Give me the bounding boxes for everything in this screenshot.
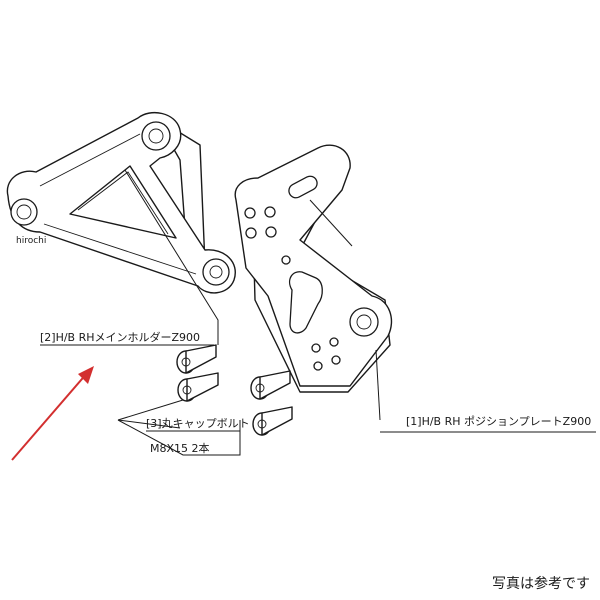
bolt-1: [176, 344, 217, 374]
part1-label: [1]H/B RH ポジションプレートZ900: [406, 415, 591, 428]
part3-label-line1: [3]丸キャップボルト: [146, 417, 250, 430]
position-plate-part: [234, 144, 393, 421]
bolt-2: [177, 372, 219, 402]
main-holder-part: [6, 111, 236, 345]
part3-label-line2: M8X15 2本: [150, 441, 210, 455]
bolt-4: [252, 406, 293, 436]
bolt-3: [250, 370, 291, 400]
part2-label: [2]H/B RHメインホルダーZ900: [40, 330, 200, 344]
cap-bolts: [117, 344, 293, 456]
red-arrow: [11, 366, 94, 461]
watermark: hirochi: [16, 236, 46, 246]
footer-note: 写真は参考です: [492, 575, 590, 592]
